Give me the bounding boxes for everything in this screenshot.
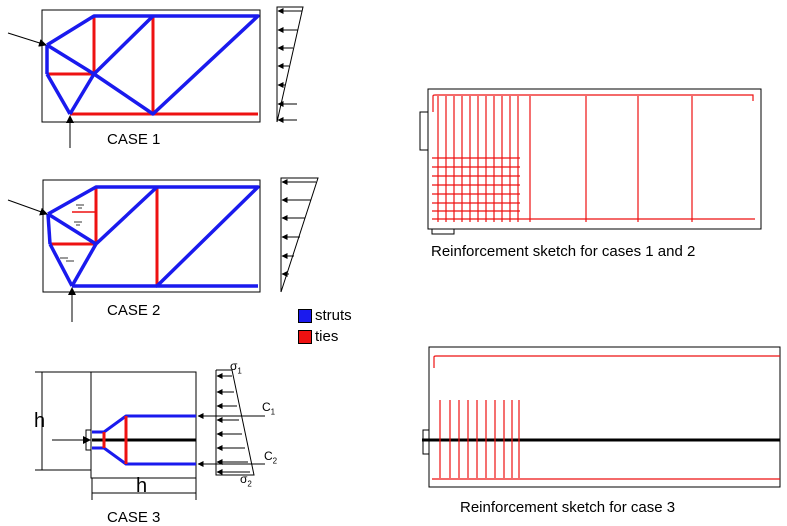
case2-struts	[46, 185, 260, 288]
case2-load-arrow	[7, 199, 48, 216]
sketch3-left-plate	[422, 429, 430, 455]
case3-dim-vertical-label: h	[34, 410, 46, 432]
case3-dimension-h-horizontal	[91, 478, 197, 500]
ties-label: ties	[315, 328, 339, 345]
case1-stress-diagram	[276, 6, 304, 123]
case2-detail-hatches	[60, 204, 84, 262]
sigma1-symbol: σ	[230, 359, 238, 373]
c1-subscript: 1	[270, 407, 276, 417]
struts-label: struts	[315, 307, 352, 324]
sketch3-rebar	[432, 355, 780, 480]
sketch12-beam-outline	[427, 88, 762, 230]
case1-struts	[45, 14, 260, 116]
case1-load-arrow	[7, 32, 47, 47]
case3-dim-horizontal-label: h	[136, 475, 148, 497]
case3-c1-label: C1	[262, 400, 275, 416]
case2-ties	[50, 188, 159, 286]
sketch12-drawing	[419, 88, 762, 235]
case3-sigma2-label: σ2	[240, 472, 252, 488]
case3-label: CASE 3	[107, 509, 161, 526]
case3-sigma1-label: σ1	[230, 359, 242, 375]
case3-struts	[92, 414, 196, 466]
c1-symbol: C	[262, 400, 271, 414]
sketch12-bottom-plate	[431, 228, 455, 235]
sigma2-subscript: 2	[247, 479, 252, 489]
case3-block-outline	[90, 371, 197, 479]
case2-stress-diagram	[280, 177, 319, 293]
sketch3-drawing	[422, 346, 781, 488]
case1-ties	[47, 16, 258, 116]
sketch12-left-plate	[419, 111, 429, 151]
sigma1-subscript: 1	[237, 366, 242, 376]
c2-symbol: C	[264, 449, 273, 463]
case3-dimension-h-vertical	[35, 371, 91, 471]
case1-beam-outline	[41, 9, 261, 123]
case3-diagram	[35, 369, 265, 500]
legend-ties: ties	[298, 328, 338, 345]
case3-ties	[102, 416, 128, 464]
sketch12-caption: Reinforcement sketch for cases 1 and 2	[431, 243, 696, 260]
c2-subscript: 2	[272, 456, 278, 466]
case2-label: CASE 2	[107, 302, 161, 319]
case2-beam-outline	[42, 179, 261, 293]
legend-struts: struts	[298, 307, 352, 324]
case2-diagram	[7, 177, 319, 322]
sketch3-beam-outline	[428, 346, 781, 488]
ties-swatch	[298, 329, 312, 344]
case3-c2-label: C2	[264, 449, 277, 465]
case3-stress-diagram	[197, 369, 265, 476]
sigma2-symbol: σ	[240, 472, 248, 486]
sketch12-rebar	[432, 94, 755, 222]
struts-swatch	[298, 308, 312, 323]
case1-label: CASE 1	[107, 131, 161, 148]
sketch3-caption: Reinforcement sketch for case 3	[460, 499, 676, 516]
case1-diagram	[7, 6, 304, 148]
